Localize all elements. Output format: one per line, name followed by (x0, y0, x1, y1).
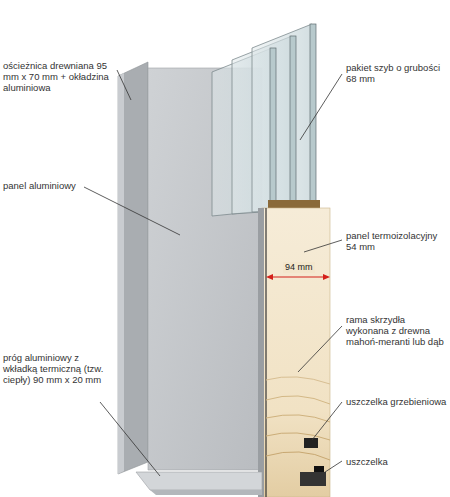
part-label: uszczelka grzebieniowa (346, 396, 447, 407)
part-label: ościeżnica drewniana 95 mm x 70 mm + okł… (3, 60, 117, 93)
part-label: próg aluminiowy z wkładką termiczną (tzw… (3, 352, 115, 385)
part-label: panel aluminiowy (3, 180, 113, 191)
part-label: pakiet szyb o grubości 68 mm (346, 62, 447, 84)
part-label: uszczelka (346, 456, 447, 467)
part-label: rama skrzydła wykonana z drewna mahoń-me… (346, 314, 447, 347)
part-label: panel termoizolacyjny 54 mm (346, 230, 447, 252)
dimension-label: 94 mm (283, 262, 315, 273)
